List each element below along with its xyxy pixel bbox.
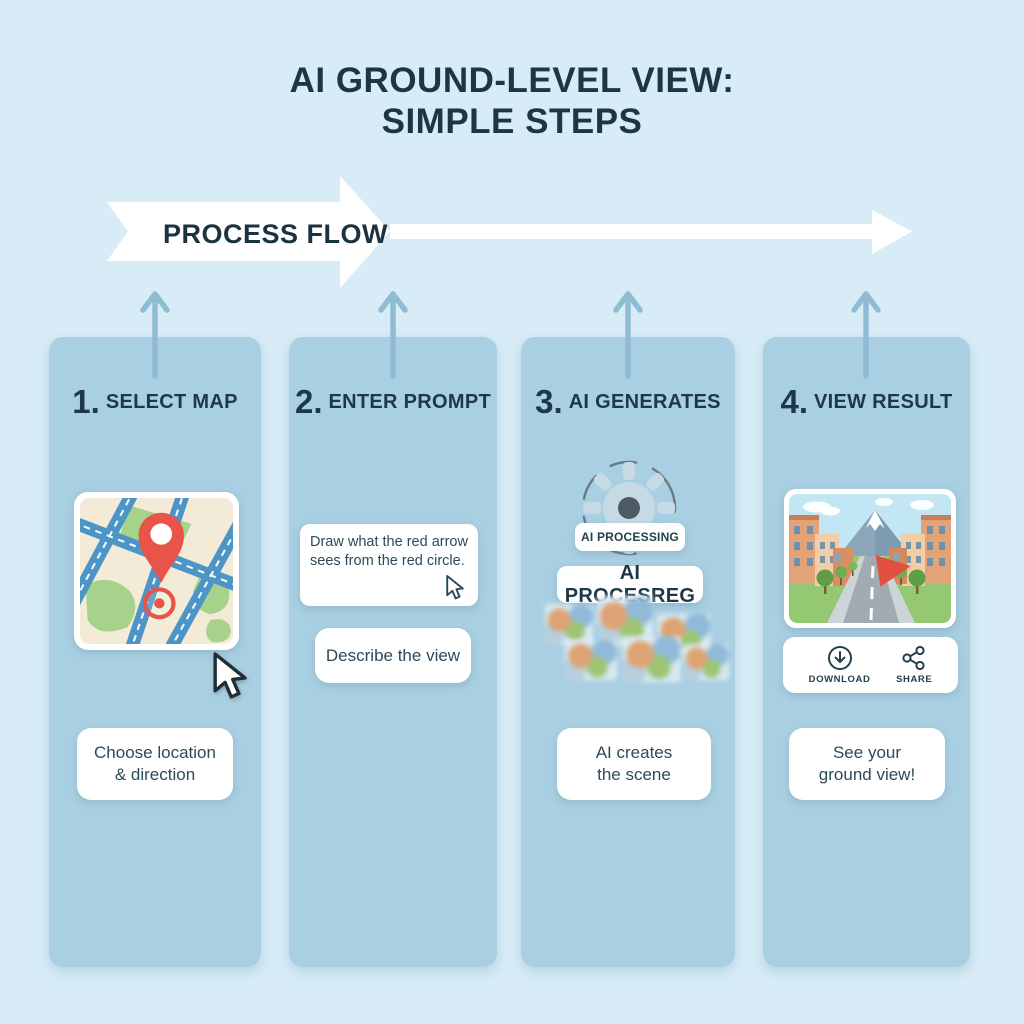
map-pin-icon — [138, 512, 184, 584]
generated-thumbnails — [531, 592, 731, 692]
cursor-icon — [213, 652, 247, 699]
blurred-thumbnail — [623, 636, 681, 682]
step2-hint-card: Describe the view — [315, 628, 471, 683]
page-title-line1: AI GROUND-LEVEL VIEW: — [289, 61, 735, 100]
step2-header: 2. ENTER PROMPT — [289, 383, 497, 421]
download-button[interactable]: DOWNLOAD — [809, 645, 871, 685]
result-actions-card: DOWNLOAD SHARE — [783, 637, 958, 693]
step4-caption-text: See your ground view! — [818, 742, 916, 784]
step2-number: 2. — [294, 383, 323, 420]
step-column-ai-generates: 3. AI GENERATES A — [521, 337, 735, 967]
page-title: AI GROUND-LEVEL VIEW: SIMPLE STEPS — [0, 60, 1024, 143]
step3-title: AI GENERATES — [568, 390, 721, 413]
step2-title: ENTER PROMPT — [328, 390, 492, 413]
result-image — [784, 489, 956, 628]
up-arrow-icon — [140, 291, 170, 379]
step3-caption: AI creates the scene — [557, 728, 711, 800]
process-flow-label: PROCESS FLOW — [163, 219, 389, 249]
step-column-view-result: 4. VIEW RESULT — [763, 337, 970, 967]
process-flow-arrow-icon — [107, 176, 912, 288]
page-title-line2: SIMPLE STEPS — [381, 102, 643, 142]
step4-caption: See your ground view! — [789, 728, 945, 800]
blurred-thumbnail — [683, 644, 729, 680]
share-button[interactable]: SHARE — [896, 645, 932, 685]
up-arrow-icon — [613, 291, 643, 379]
step1-number: 1. — [72, 383, 100, 420]
ai-processing-badge-text: AI PROCESSING — [581, 530, 679, 544]
step-column-select-map: 1. SELECT MAP — [49, 337, 261, 967]
share-label: SHARE — [896, 674, 933, 685]
step3-caption-text: AI creates the scene — [595, 742, 673, 784]
step3-header: 3. AI GENERATES — [521, 383, 735, 421]
step3-number: 3. — [535, 383, 563, 420]
step4-header: 4. VIEW RESULT — [763, 383, 970, 421]
step4-number: 4. — [780, 383, 809, 420]
direction-arrow-icon — [875, 555, 911, 587]
map-illustration — [80, 498, 233, 644]
step-column-enter-prompt: 2. ENTER PROMPT Draw what the red arrow … — [289, 337, 497, 967]
ai-processing-badge: AI PROCESSING — [575, 523, 685, 551]
up-arrow-icon — [378, 291, 408, 379]
blurred-thumbnail — [565, 640, 617, 680]
up-arrow-icon — [851, 291, 881, 379]
step1-header: 1. SELECT MAP — [49, 383, 261, 421]
street-scene-illustration — [789, 494, 951, 623]
blurred-thumbnail — [545, 604, 593, 644]
prompt-text: Draw what the red arrow sees from the re… — [310, 534, 468, 570]
map-image[interactable] — [74, 492, 239, 650]
download-label: DOWNLOAD — [808, 674, 871, 685]
share-icon — [902, 645, 925, 671]
step2-hint-text: Describe the view — [325, 645, 461, 665]
download-icon — [827, 646, 852, 670]
step1-caption: Choose location & direction — [77, 728, 233, 800]
step4-title: VIEW RESULT — [814, 390, 953, 413]
cursor-icon — [446, 575, 464, 600]
step1-title: SELECT MAP — [105, 390, 238, 413]
step1-caption-text: Choose location & direction — [94, 742, 216, 784]
